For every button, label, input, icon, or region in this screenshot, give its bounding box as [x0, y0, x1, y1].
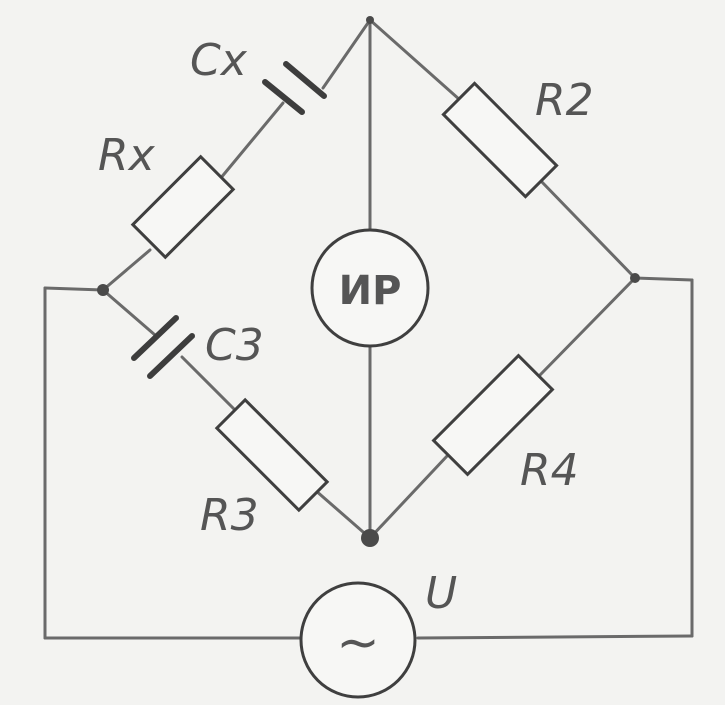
wire-cx-to-top-node [321, 18, 372, 90]
label-source: U [425, 568, 457, 619]
node-top [366, 16, 374, 24]
wire-r3-to-bottom-node [313, 488, 372, 540]
node-right [630, 273, 640, 283]
wire-left-node-to-rx [101, 248, 152, 292]
wire-r4-to-bottom-node [368, 453, 450, 540]
label-rx: Rx [98, 130, 156, 181]
wire-bottom-right [416, 634, 694, 640]
node-bottom [361, 529, 379, 547]
label-cx: Cx [190, 35, 248, 86]
wire-left-node-to-c3 [101, 288, 157, 337]
resistor-rx [130, 154, 236, 260]
label-source-symbol: ~ [336, 613, 380, 673]
resistor-r2 [441, 81, 559, 199]
label-c3: C3 [205, 320, 264, 371]
wire-c3-to-r3 [180, 355, 237, 412]
ac-source-circle [299, 581, 417, 699]
node-left [97, 284, 109, 296]
wire-left-node-to-left-rail [43, 286, 105, 292]
label-r2: R2 [535, 75, 594, 126]
wire-rx-to-cx [213, 101, 285, 187]
resistor-r3 [214, 397, 330, 513]
capacitor-c3 [131, 315, 195, 379]
label-r4: R4 [520, 445, 579, 496]
capacitor-cx [262, 61, 327, 115]
resistor-r4 [431, 353, 555, 477]
label-r3: R3 [200, 490, 259, 541]
label-indicator: ИР [339, 268, 402, 314]
wire-right-node-to-r4 [538, 276, 637, 377]
indicator-circle [310, 228, 430, 348]
wire-right-rail-to-right-node [633, 276, 694, 282]
wire-r2-to-right-node [538, 178, 637, 280]
wire-top-node-to-r2 [368, 18, 462, 102]
